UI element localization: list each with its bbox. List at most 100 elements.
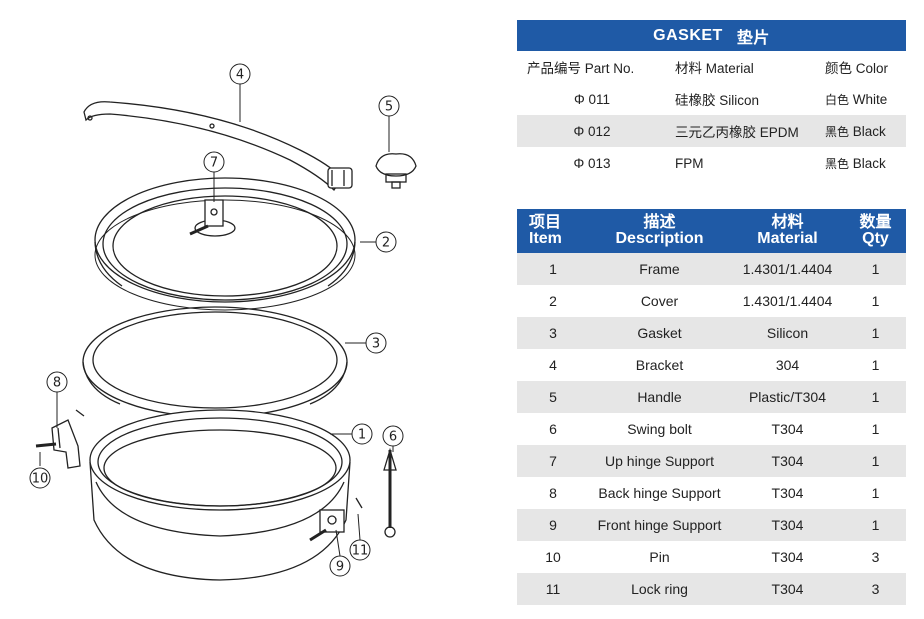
table-row: 3 Gasket Silicon 1 [517, 317, 906, 349]
cell-material: T304 [771, 421, 804, 437]
gasket-color-en: White [852, 91, 888, 107]
exploded-assembly-drawing: 4 5 7 2 3 8 1 6 10 119 [29, 63, 417, 581]
header-qty: 数量 Qty [845, 215, 906, 247]
cell-material: 1.4301/1.4404 [742, 261, 833, 277]
gasket-row: Φ 012 三元乙丙橡胶 EPDM 黑色 Black [517, 115, 906, 147]
header-item-en: Item [529, 230, 562, 247]
callout-9: 9 [329, 555, 351, 577]
callout-circle [382, 425, 404, 447]
header-item: 项目 Item [517, 215, 589, 247]
gasket-row: Φ 013 FPM 黑色 Black [517, 147, 906, 179]
cell-qty: 1 [871, 421, 880, 437]
gasket-title-en: GASKET [653, 26, 723, 44]
cell-description: Gasket [637, 325, 682, 341]
callout-number: 10 [32, 472, 49, 487]
callout-8: 8 [46, 371, 68, 393]
gasket-material: 硅橡胶 Silicon [675, 93, 760, 108]
cell-item: 4 [549, 357, 557, 373]
cell-description: Pin [649, 549, 670, 565]
header-qty-en: Qty [862, 230, 889, 247]
cell-material: Silicon [766, 325, 809, 341]
header-material: 材料 Material [730, 215, 845, 247]
header-item-cn: 项目 [529, 214, 562, 231]
callout-number: 7 [210, 156, 218, 171]
cell-item: 2 [549, 293, 557, 309]
cell-material: 304 [775, 357, 800, 373]
back-hinge-part [35, 409, 85, 469]
header-mat-en: Material [757, 230, 818, 247]
callout-2: 2 [375, 231, 397, 253]
callout-11: 11 [349, 539, 371, 561]
cell-description: Lock ring [631, 581, 688, 597]
gasket-header-part-no: 产品编号 Part No. [527, 61, 635, 76]
callout-circle [229, 63, 251, 85]
cell-qty: 1 [871, 325, 880, 341]
cell-material: T304 [771, 453, 804, 469]
cell-qty: 1 [871, 261, 880, 277]
swing-bolt-part [383, 447, 397, 538]
parts-list-table: 项目 Item 描述 Description 材料 Material 数量 Qt… [517, 209, 906, 605]
cell-item: 10 [545, 549, 561, 565]
gasket-color-cn: 黑色 [825, 124, 850, 139]
cell-item: 3 [549, 325, 557, 341]
cell-material: Plastic/T304 [748, 389, 827, 405]
callout-number: 8 [53, 376, 61, 391]
cell-description: Back hinge Support [598, 485, 721, 501]
cell-material: T304 [771, 485, 804, 501]
cell-qty: 1 [871, 389, 880, 405]
callout-circle [351, 423, 373, 445]
callout-circle [29, 467, 51, 489]
callout-number: 6 [389, 430, 397, 445]
parts-list-header: 项目 Item 描述 Description 材料 Material 数量 Qt… [517, 209, 906, 253]
callout-circle [365, 332, 387, 354]
gasket-part-no: Φ 012 [573, 123, 611, 139]
gasket-table-header: 产品编号 Part No. 材料 Material 颜色 Color [517, 51, 906, 83]
gasket-color-cn: 白色 [825, 92, 850, 107]
callout-3: 3 [365, 332, 387, 354]
cell-item: 7 [549, 453, 557, 469]
header-description: 描述 Description [589, 215, 730, 247]
callout-circle [349, 539, 371, 561]
gasket-color: 黑色 Black [825, 155, 906, 172]
cell-material: 1.4301/1.4404 [742, 293, 833, 309]
callout-4: 4 [229, 63, 251, 85]
callout-1: 1 [351, 423, 373, 445]
frame-part [89, 409, 351, 581]
cell-description: Front hinge Support [597, 517, 722, 533]
gasket-color-cn: 黑色 [825, 156, 850, 171]
gasket-title-cn: 垫片 [736, 29, 770, 47]
cell-description: Bracket [635, 357, 684, 373]
gasket-material: 三元乙丙橡胶 EPDM [675, 125, 799, 140]
callout-number: 11 [352, 544, 369, 559]
callout-circle [203, 151, 225, 173]
cell-qty: 1 [871, 485, 880, 501]
gasket-header-color: 颜色 Color [825, 61, 889, 76]
cell-description: Cover [640, 293, 679, 309]
callout-number: 4 [236, 68, 244, 83]
header-desc-en: Description [615, 230, 704, 247]
cell-qty: 3 [871, 549, 880, 565]
bracket-part [83, 101, 353, 192]
cell-item: 6 [549, 421, 557, 437]
callout-number: 5 [385, 100, 393, 115]
gasket-part [82, 306, 348, 418]
gasket-row: Φ 011 硅橡胶 Silicon 白色 White [517, 83, 906, 115]
gasket-color: 黑色 Black [825, 123, 906, 140]
cell-description: Handle [637, 389, 682, 405]
header-mat-cn: 材料 [771, 214, 804, 231]
cell-item: 9 [549, 517, 557, 533]
cell-material: T304 [771, 517, 804, 533]
cell-description: Up hinge Support [605, 453, 714, 469]
gasket-header-material: 材料 Material [675, 61, 754, 76]
cell-material: T304 [771, 549, 804, 565]
callout-number: 2 [382, 236, 390, 251]
callout-7: 7 [203, 151, 225, 173]
